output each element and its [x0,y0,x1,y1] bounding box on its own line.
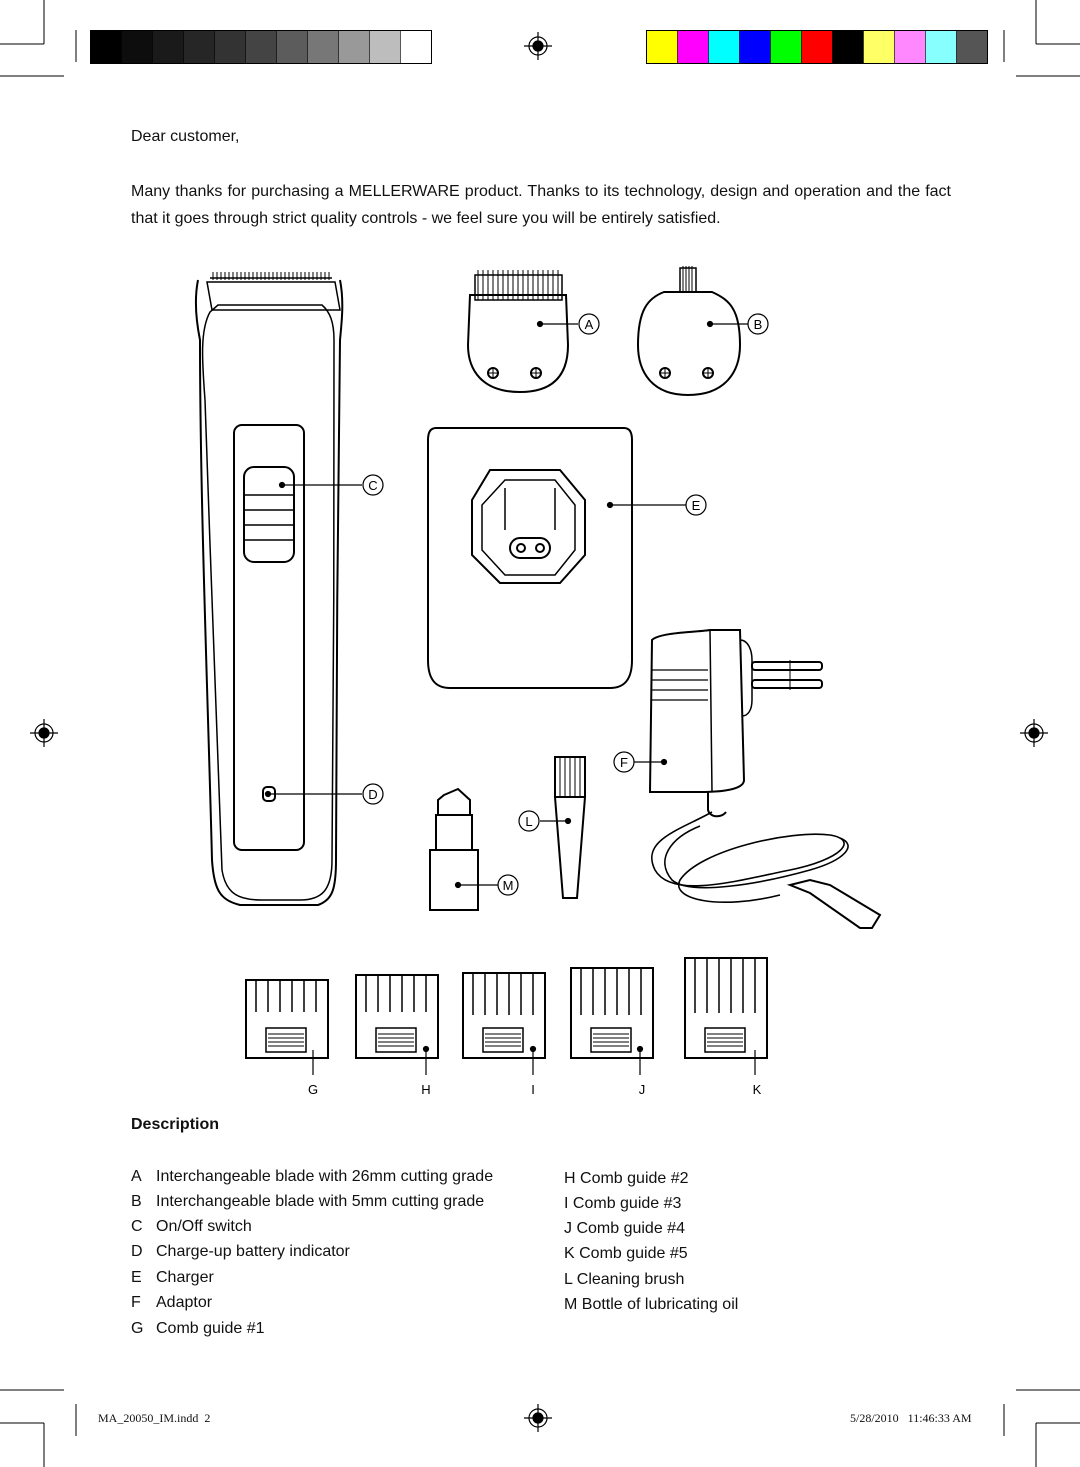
label-e: E [692,498,701,513]
label-f: F [620,755,628,770]
list-item: J Comb guide #4 [564,1220,685,1237]
color-swatch [121,30,153,64]
blade-a-illustration [466,270,570,394]
oil-bottle-illustration [429,787,479,911]
footer-file: MA_20050_IM.indd 2 [98,1411,211,1425]
color-swatch [925,30,957,64]
label-l: L [525,814,532,829]
blade-b-illustration [636,266,742,397]
intro-paragraph: Many thanks for purchasing a MELLERWARE … [131,183,951,227]
label-h: H [421,1082,430,1097]
process-color-bar [646,30,988,64]
adaptor-illustration [648,629,882,929]
greeting-text: Dear customer, [131,128,240,145]
label-c: C [368,478,377,493]
list-item: K Comb guide #5 [564,1245,688,1262]
list-item: L Cleaning brush [564,1271,685,1288]
description-title: Description [131,1116,220,1133]
color-swatch [677,30,709,64]
label-b: B [754,317,763,332]
color-swatch [739,30,771,64]
label-a: A [585,317,594,332]
label-d: D [368,787,377,802]
list-item: H Comb guide #2 [564,1170,689,1187]
color-swatch [801,30,833,64]
color-swatch [863,30,895,64]
color-swatch [245,30,277,64]
list-item: M Bottle of lubricating oil [564,1296,739,1313]
label-m: M [503,878,514,893]
color-swatch [183,30,215,64]
leader-lines [264,320,756,1075]
label-j: J [639,1082,646,1097]
color-swatch [214,30,246,64]
label-i: I [531,1082,535,1097]
label-k: K [753,1082,762,1097]
footer-timestamp: 5/28/2010 11:46:33 AM [850,1411,972,1425]
cleaning-brush-illustration [553,756,587,899]
label-g: G [308,1082,318,1097]
color-swatch [152,30,184,64]
color-swatch [307,30,339,64]
grayscale-color-bar [90,30,432,64]
list-item: I Comb guide #3 [564,1195,682,1212]
color-swatch [832,30,864,64]
color-swatch [338,30,370,64]
charger-illustration [427,427,633,689]
hair-clipper-illustration [194,272,344,906]
color-swatch [400,30,432,64]
registration-marks [30,32,1048,1432]
comb-guides-illustration [245,957,768,1059]
